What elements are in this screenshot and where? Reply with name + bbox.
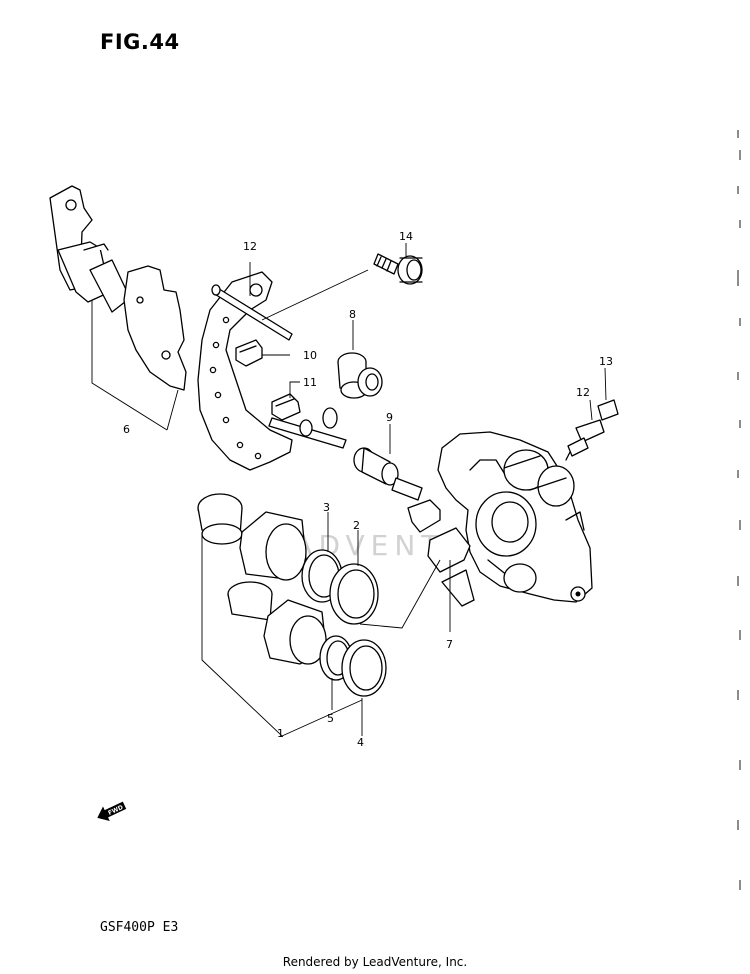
caliper-bracket [197, 271, 347, 471]
leader-14-line [261, 269, 369, 321]
callout-11: 12 [243, 240, 257, 253]
forward-arrow-icon: FWD [97, 801, 127, 821]
figure-title: FIG.44 [100, 30, 180, 54]
dust-seal-upper [329, 563, 379, 625]
callout-1: 1 [277, 727, 284, 740]
callout-2: 2 [353, 519, 360, 532]
callout-14: 14 [399, 230, 413, 243]
leader-10b [289, 381, 300, 398]
leader-1-bracket [201, 534, 363, 737]
callout-5: 5 [327, 712, 334, 725]
callout-10-upper: 10 [303, 349, 317, 362]
dust-seal-lower [341, 639, 387, 697]
callout-9: 9 [386, 411, 393, 424]
dust-boot-upper [337, 352, 383, 399]
callout-12: 12 [576, 386, 590, 399]
callout-4: 4 [357, 736, 364, 749]
bleeder-cap [597, 399, 619, 421]
slide-pin-sleeve [353, 447, 423, 501]
caliper-piston-upper [197, 493, 307, 581]
scan-edge-marks [737, 130, 741, 890]
fwd-label: FWD [107, 804, 124, 817]
pad-retainer-clip-upper [407, 499, 441, 533]
leader-6-bracket [91, 300, 168, 431]
bleeder-screw [565, 419, 605, 461]
callout-10-lower: 11 [303, 376, 317, 389]
pad-spring-upper [235, 339, 263, 367]
callout-6: 6 [123, 423, 130, 436]
callout-3: 3 [323, 501, 330, 514]
leader-13 [604, 367, 607, 401]
caliper-body [437, 431, 593, 603]
render-credit: Rendered by LeadVenture, Inc. [282, 955, 468, 969]
caliper-bolt [373, 253, 423, 285]
pad-spring-lower [271, 393, 301, 421]
callout-8: 8 [349, 308, 356, 321]
callout-13: 13 [599, 355, 613, 368]
model-code: GSF400P E3 [100, 920, 179, 935]
leader-2-to-body [359, 559, 441, 629]
brake-pad-set [49, 185, 187, 391]
callout-7: 7 [446, 638, 453, 651]
leader-12 [589, 399, 593, 421]
